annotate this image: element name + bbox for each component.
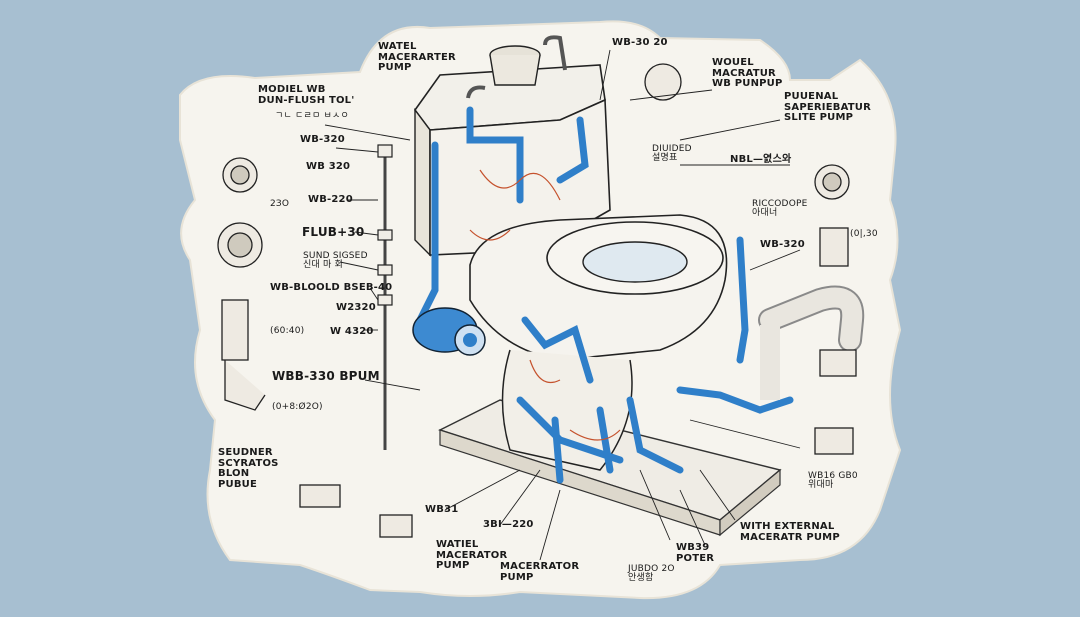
label-wb31: WB31 (425, 504, 459, 515)
label-wb-block: WB-BLOOLD BSEB-40 (270, 282, 393, 293)
label-small-0130: (0|,30 (850, 229, 878, 239)
label-model-sub: ㄱㄴ ㄷㄹㅁ ㅂㅅㅇ (275, 111, 349, 121)
label-wb320-right: WB-320 (760, 239, 805, 250)
label-small-6040: (60:40) (270, 326, 305, 336)
label-wb220: WB-220 (308, 194, 353, 205)
label-small-0460: (0+8:Ø2O) (272, 402, 323, 412)
label-bi220: 3BI—220 (483, 519, 534, 530)
blue-pipes (416, 106, 794, 484)
wires (469, 169, 621, 441)
label-small-230: 2ЗO (270, 199, 290, 209)
label-wb320-b: WB 320 (306, 161, 351, 172)
label-wbb-pump: WBB-330 BPUM (272, 369, 380, 383)
leader-lines (324, 49, 801, 561)
label-w2320: W2320 (336, 302, 376, 313)
label-top-code: WB-30 20 (612, 37, 668, 48)
label-flub: FLUB+30 (302, 225, 365, 239)
label-wb320-a: WB-320 (300, 134, 345, 145)
label-nbl: NBL—엸스와 (730, 154, 792, 165)
label-w4320: W 4320 (330, 326, 374, 337)
